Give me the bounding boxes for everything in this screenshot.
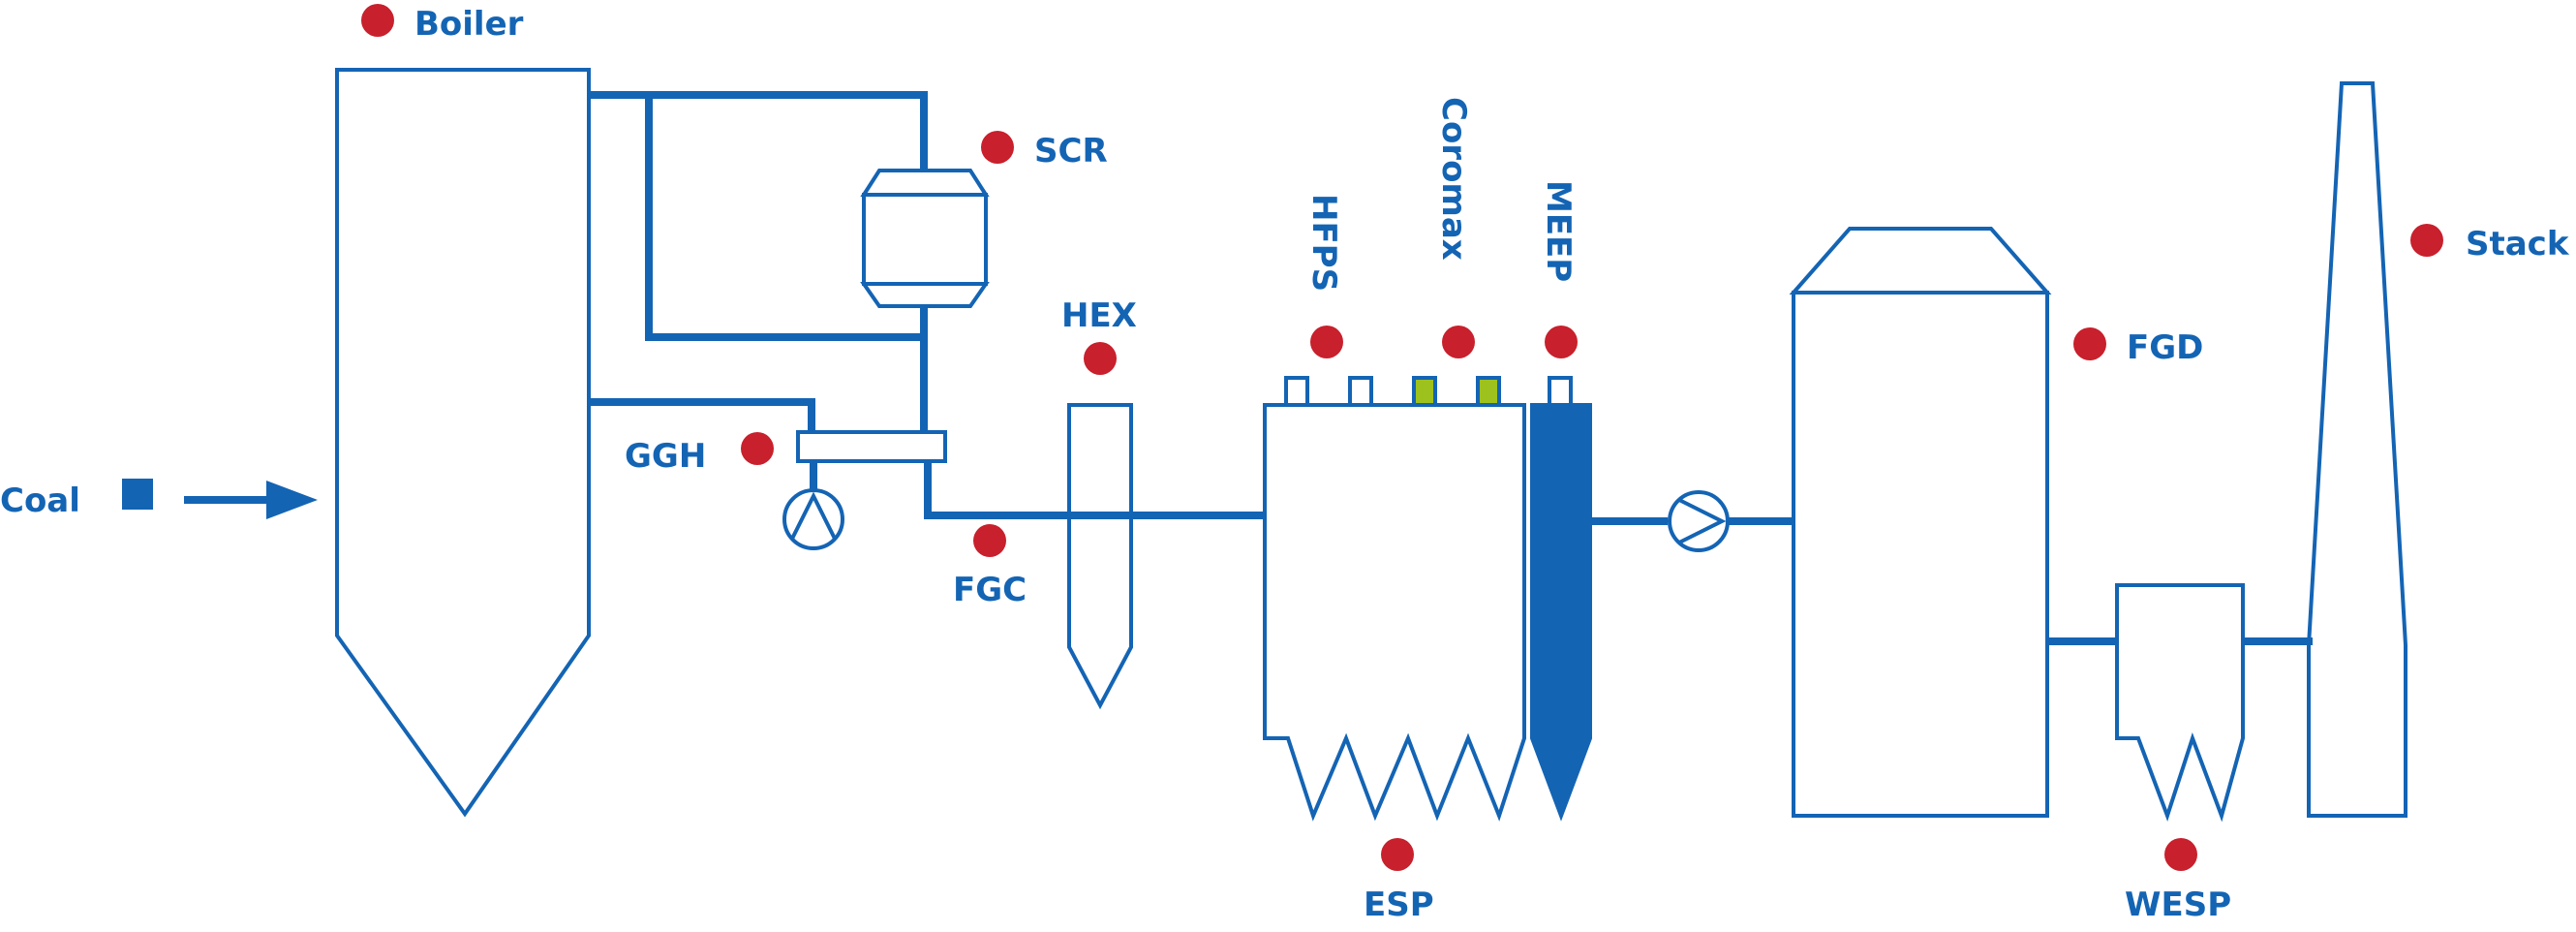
boiler-vessel bbox=[335, 68, 591, 818]
scr-reactor bbox=[860, 169, 990, 308]
ggh-exchanger bbox=[796, 430, 947, 463]
hex-label: HEX bbox=[1061, 296, 1137, 335]
fgc-marker bbox=[973, 524, 1006, 557]
wesp-marker bbox=[2164, 838, 2197, 871]
coal-label: Coal bbox=[0, 482, 80, 520]
boiler-marker bbox=[361, 4, 394, 37]
coal-feed-arrow-head bbox=[266, 481, 318, 519]
fgd-absorber bbox=[1792, 291, 2049, 818]
fgc-label: FGC bbox=[953, 571, 1027, 609]
boiler-label: Boiler bbox=[414, 5, 524, 44]
fgd-marker bbox=[2073, 327, 2106, 360]
duct-boiler-to-ggh bbox=[589, 398, 815, 432]
hfps-marker bbox=[1310, 326, 1343, 358]
esp-marker bbox=[1381, 838, 1414, 871]
duct-scr-bypass bbox=[645, 95, 924, 341]
id-fan-icon bbox=[1668, 490, 1730, 552]
stack-label: Stack bbox=[2466, 225, 2570, 264]
hfps-label: HFPS bbox=[1304, 194, 1343, 292]
meep-marker bbox=[1545, 326, 1578, 358]
coromax-label: Coromax bbox=[1434, 97, 1473, 261]
hex-exchanger bbox=[1067, 403, 1133, 710]
fgd-hood bbox=[1789, 227, 2052, 295]
meep-field bbox=[1530, 403, 1592, 822]
coromax-port-2 bbox=[1476, 376, 1501, 407]
ggh-label: GGH bbox=[625, 437, 706, 476]
coal-symbol bbox=[122, 479, 153, 510]
stack-marker bbox=[2410, 224, 2443, 257]
wesp-vessel bbox=[2115, 583, 2245, 823]
meep-label: MEEP bbox=[1539, 180, 1578, 282]
hfps-port bbox=[1284, 376, 1309, 407]
duct-boiler-to-scr bbox=[589, 91, 928, 171]
scr-marker bbox=[981, 131, 1014, 164]
esp-vessel bbox=[1263, 403, 1526, 822]
ggh-marker bbox=[741, 432, 774, 465]
hex-marker bbox=[1084, 342, 1117, 375]
esp-label: ESP bbox=[1364, 885, 1434, 924]
hfps-port-2 bbox=[1348, 376, 1373, 407]
stack-chimney bbox=[2307, 81, 2407, 818]
duct-ggh-to-esp bbox=[924, 461, 1265, 519]
scr-label: SCR bbox=[1034, 132, 1108, 171]
coromax-port bbox=[1412, 376, 1437, 407]
fgd-label: FGD bbox=[2127, 328, 2203, 367]
wesp-label: WESP bbox=[2125, 885, 2231, 924]
coromax-marker bbox=[1442, 326, 1475, 358]
meep-port bbox=[1548, 376, 1573, 407]
ggh-fan-icon bbox=[782, 488, 844, 550]
